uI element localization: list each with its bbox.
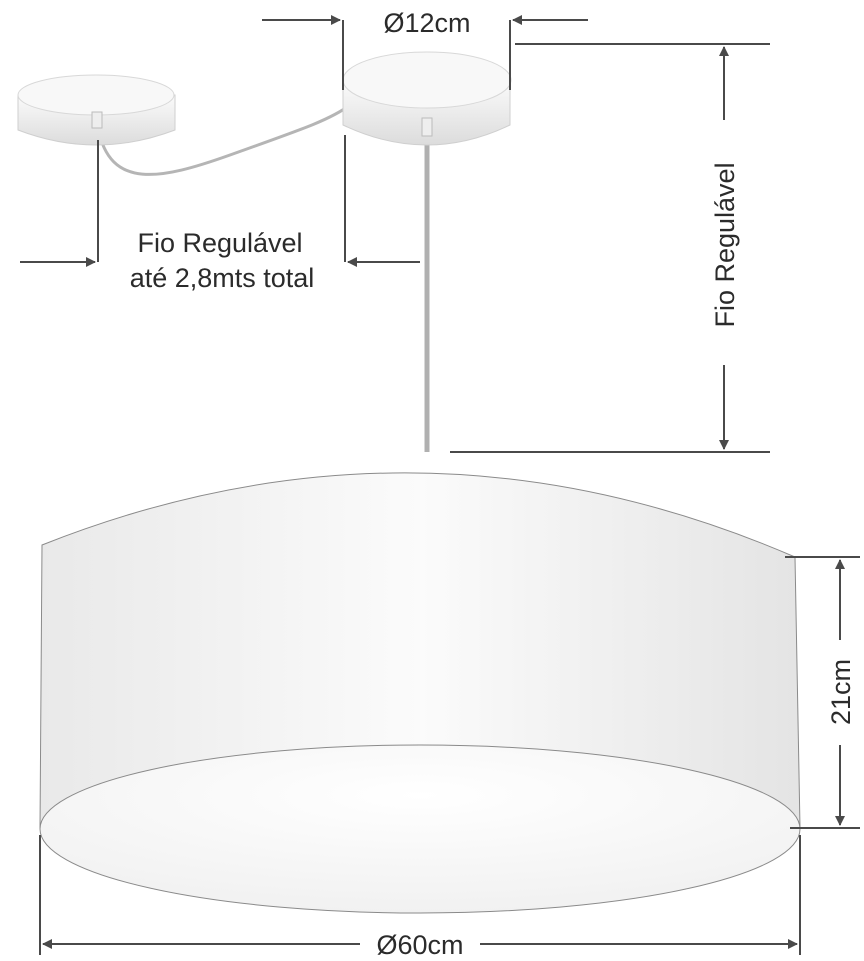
lamp-shade (39, 472, 801, 914)
cord-length-label-line1: Fio Regulável (137, 228, 302, 258)
shade-diameter-label: Ø60cm (376, 930, 463, 960)
dimension-lines (20, 15, 860, 955)
shade-height-label: 21cm (826, 659, 856, 725)
left-canopy (17, 74, 176, 146)
cord-length-label-line2: até 2,8mts total (130, 263, 315, 293)
shade-bottom-opening (39, 744, 801, 914)
cord-vertical-label: Fio Regulável (710, 162, 740, 327)
power-cords (96, 103, 430, 452)
right-canopy (342, 51, 512, 146)
canopy-diameter-label: Ø12cm (383, 8, 470, 38)
